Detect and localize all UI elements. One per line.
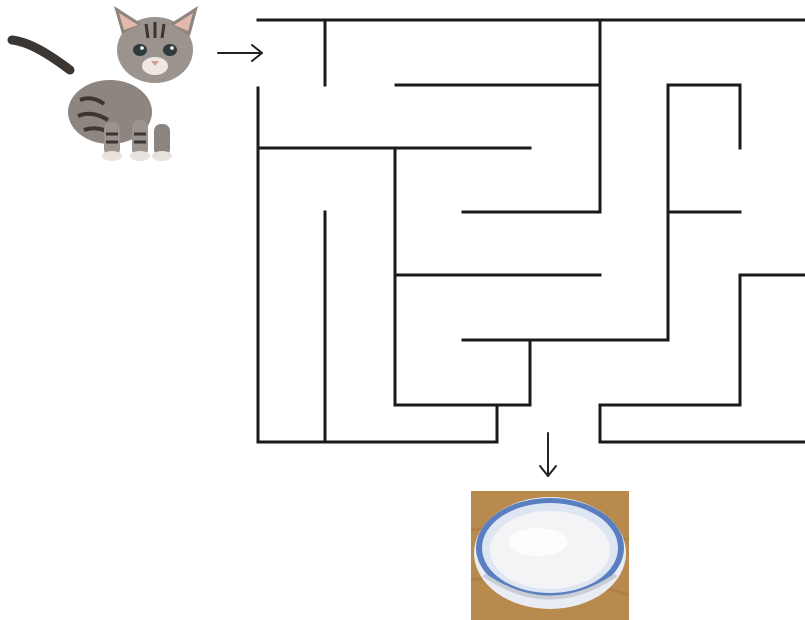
kitten-eye-right	[163, 44, 177, 56]
kitten-leg	[132, 120, 148, 156]
kitten-leg	[154, 124, 170, 156]
kitten-eye-highlight	[140, 46, 144, 50]
kitten-eye-left	[133, 44, 147, 56]
maze-walls	[256, 18, 805, 444]
kitten-ear-inner	[119, 13, 138, 30]
kitten-image	[7, 6, 198, 161]
kitten-tail	[7, 35, 75, 75]
kitten-nose	[151, 61, 159, 66]
kitten-forehead-stripes	[144, 22, 166, 39]
kitten-paw	[130, 151, 150, 161]
entry-arrow-icon	[217, 44, 263, 62]
kitten-head	[117, 17, 193, 83]
milk-bowl-image	[470, 491, 630, 620]
milk-highlight	[508, 528, 568, 556]
kitten-paw	[152, 151, 172, 161]
kitten-eye-highlight	[170, 46, 174, 50]
kitten-leg-stripes	[106, 132, 146, 144]
kitten-stripe	[79, 96, 106, 106]
exit-arrow-icon	[539, 432, 557, 477]
kitten-leg	[104, 122, 120, 156]
kitten-paw	[102, 151, 122, 161]
kitten-stripe	[77, 111, 110, 122]
bowl-base	[482, 573, 618, 600]
kitten-ear-inner	[174, 13, 193, 31]
